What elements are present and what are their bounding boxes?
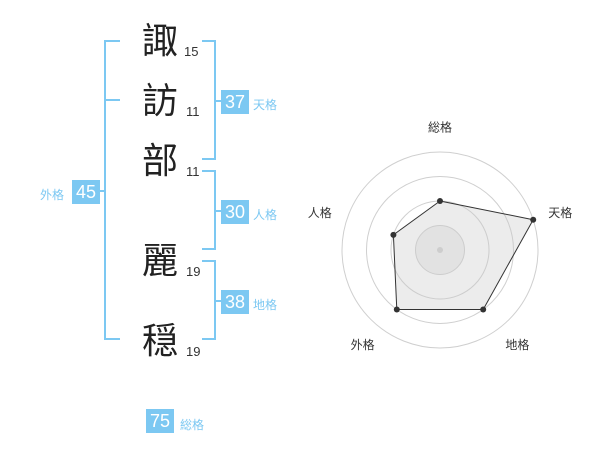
radar-point-3: [480, 306, 487, 313]
tenkaku-bracket-bottom: [202, 158, 216, 160]
chikaku-bracket-tick: [214, 300, 222, 302]
gaikaku-value-badge: 45: [72, 180, 100, 204]
stroke-count-4: 19: [186, 264, 201, 279]
tenkaku-bracket-top: [202, 40, 216, 42]
radar-grid-ring: [366, 176, 514, 324]
jinkaku-value-badge: 30: [221, 200, 249, 224]
gaikaku-bracket-bottom: [104, 338, 120, 340]
chikaku-label: 地格: [253, 298, 278, 312]
jinkaku-bracket-top: [202, 170, 216, 172]
stroke-count-3: 11: [186, 164, 200, 179]
radar-point-4: [393, 306, 400, 313]
name-char-4: 麗: [141, 241, 178, 282]
radar-axis-label-4: 外格: [351, 337, 375, 352]
gaikaku-bracket-tick: [98, 190, 106, 192]
radar-grid-ring: [341, 151, 539, 349]
name-char-2: 訪: [141, 81, 178, 122]
name-char-1: 諏: [141, 21, 178, 62]
stroke-count-5: 19: [186, 344, 201, 359]
stroke-count-2: 11: [186, 104, 200, 119]
chikaku-value-badge: 38: [221, 290, 249, 314]
radar-axis-label-5: 人格: [308, 205, 332, 220]
radar-series-polygon: [392, 200, 534, 310]
chikaku-bracket-bottom: [202, 338, 216, 340]
gaikaku-bracket-top: [104, 40, 120, 42]
radar-point-2: [530, 216, 537, 223]
jinkaku-bracket-tick: [214, 210, 222, 212]
radar-point-1: [437, 198, 443, 204]
gaikaku-label: 外格: [40, 188, 65, 202]
soukaku-label: 総格: [180, 418, 205, 432]
tenkaku-label: 天格: [253, 98, 278, 112]
radar-axis-label-3: 地格: [505, 337, 529, 352]
chikaku-bracket-top: [202, 260, 216, 262]
radar-point-5: [390, 231, 397, 238]
soukaku-value-badge: 75: [146, 409, 174, 433]
name-char-5: 穏: [141, 321, 178, 362]
tenkaku-bracket-tick: [214, 100, 222, 102]
tenkaku-value-badge: 37: [221, 90, 249, 114]
jinkaku-bracket-bottom: [202, 248, 216, 250]
name-char-3: 部: [141, 141, 178, 182]
gaikaku-bracket-mid: [104, 99, 120, 101]
radar-axis-label-2: 天格: [548, 205, 572, 220]
jinkaku-label: 人格: [253, 208, 278, 222]
radar-axis-label-1: 総格: [428, 120, 452, 135]
stroke-count-1: 15: [184, 44, 199, 59]
radar-center-dot: [437, 247, 443, 253]
